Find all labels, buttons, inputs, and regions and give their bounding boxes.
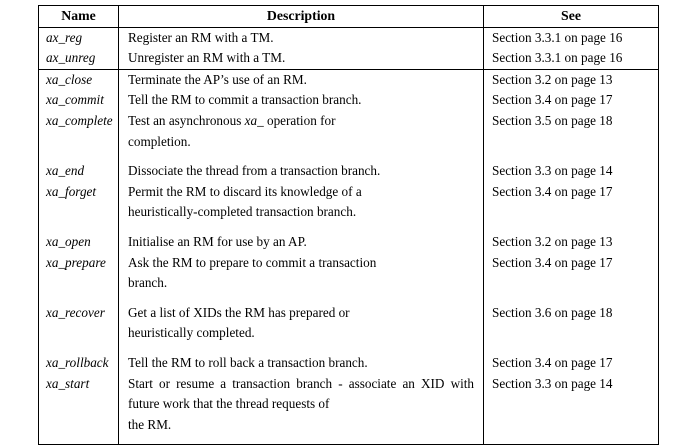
- description-line: Dissociate the thread from a transaction…: [128, 163, 381, 179]
- cell-see: Section 3.5 on page 18: [483, 110, 659, 153]
- description-line-last: completion.: [128, 133, 191, 149]
- cell-name: xa_prepare: [38, 252, 119, 294]
- cell-see: Section 3.3.1 on page 16: [483, 27, 659, 49]
- cell-description: Terminate the AP’s use of an RM.: [118, 69, 484, 91]
- column-header-description: Description: [118, 5, 484, 28]
- cell-name: xa_start: [38, 373, 119, 436]
- cell-name: ax_unreg: [38, 48, 119, 70]
- cell-name: ax_reg: [38, 27, 119, 49]
- description-line: Terminate the AP’s use of an RM.: [128, 71, 307, 87]
- cell-description: Permit the RM to discard its knowledge o…: [118, 181, 484, 223]
- table-row: xa_close Terminate the AP’s use of an RM…: [38, 69, 659, 91]
- xa-interface-table: Name Description See ax_reg Register an …: [38, 5, 659, 445]
- row-spacer: [38, 343, 659, 353]
- table-row: xa_complete Test an asynchronous xa_ ope…: [38, 110, 659, 153]
- table-row: xa_commit Tell the RM to commit a transa…: [38, 90, 659, 111]
- description-line-first: Start or resume a transaction branch - a…: [128, 375, 415, 391]
- cell-see: Section 3.3.1 on page 16: [483, 48, 659, 70]
- table-header: Name Description See: [38, 5, 659, 28]
- table-body: ax_reg Register an RM with a TM. Section…: [38, 27, 659, 445]
- description-line-post: operation for: [263, 112, 336, 128]
- description-line-last: heuristically-completed transaction bran…: [128, 204, 357, 220]
- page-root: Name Description See ax_reg Register an …: [38, 5, 659, 445]
- description-line-last: branch.: [128, 275, 168, 291]
- row-spacer: [38, 435, 659, 445]
- description-inline-code: xa_: [244, 112, 264, 128]
- table-row: xa_end Dissociate the thread from a tran…: [38, 161, 659, 182]
- row-spacer: [38, 152, 659, 162]
- description-line-pre: Test an asynchronous: [128, 112, 245, 128]
- cell-description: Ask the RM to prepare to commit a transa…: [118, 252, 484, 294]
- cell-description: Get a list of XIDs the RM has prepared o…: [118, 302, 484, 344]
- table-row: xa_start Start or resume a transaction b…: [38, 373, 659, 436]
- cell-name: xa_rollback: [38, 352, 119, 374]
- description-line-second: XID with future work that the thread req…: [128, 375, 475, 412]
- cell-see: Section 3.4 on page 17: [483, 352, 659, 374]
- table-row: xa_open Initialise an RM for use by an A…: [38, 231, 659, 253]
- cell-name: xa_close: [38, 69, 119, 91]
- table-row: ax_unreg Unregister an RM with a TM. Sec…: [38, 48, 659, 70]
- cell-name: xa_complete: [38, 110, 119, 153]
- cell-see: Section 3.2 on page 13: [483, 69, 659, 91]
- cell-name: xa_forget: [38, 181, 119, 223]
- cell-see: Section 3.4 on page 17: [483, 90, 659, 111]
- description-line: Tell the RM to roll back a transaction b…: [128, 354, 368, 370]
- cell-description: Dissociate the thread from a transaction…: [118, 161, 484, 182]
- description-line-first: Ask the RM to prepare to commit a transa…: [128, 254, 377, 270]
- description-line: Initialise an RM for use by an AP.: [128, 233, 307, 249]
- description-line-first: Get a list of XIDs the RM has prepared o…: [128, 304, 350, 320]
- description-line-last: the RM.: [128, 416, 172, 432]
- table-row: xa_forget Permit the RM to discard its k…: [38, 181, 659, 223]
- table-row: xa_recover Get a list of XIDs the RM has…: [38, 302, 659, 344]
- cell-name: xa_recover: [38, 302, 119, 344]
- cell-description: Start or resume a transaction branch - a…: [118, 373, 484, 436]
- row-spacer: [38, 293, 659, 303]
- table-row: xa_rollback Tell the RM to roll back a t…: [38, 352, 659, 374]
- table-header-row: Name Description See: [38, 5, 659, 28]
- table-row: ax_reg Register an RM with a TM. Section…: [38, 27, 659, 49]
- description-line: Register an RM with a TM.: [128, 29, 274, 45]
- column-header-name: Name: [38, 5, 119, 28]
- cell-see: Section 3.4 on page 17: [483, 252, 659, 294]
- description-line: Tell the RM to commit a transaction bran…: [128, 92, 362, 108]
- row-spacer: [38, 222, 659, 232]
- cell-see: Section 3.6 on page 18: [483, 302, 659, 344]
- description-line: Unregister an RM with a TM.: [128, 50, 286, 66]
- column-header-see: See: [483, 5, 659, 28]
- cell-see: Section 3.3 on page 14: [483, 161, 659, 182]
- description-line-first: Permit the RM to discard its knowledge o…: [128, 183, 362, 199]
- cell-name: xa_end: [38, 161, 119, 182]
- cell-description: Tell the RM to roll back a transaction b…: [118, 352, 484, 374]
- cell-description: Initialise an RM for use by an AP.: [118, 231, 484, 253]
- cell-description: Unregister an RM with a TM.: [118, 48, 484, 70]
- cell-description: Tell the RM to commit a transaction bran…: [118, 90, 484, 111]
- cell-see: Section 3.2 on page 13: [483, 231, 659, 253]
- cell-see: Section 3.3 on page 14: [483, 373, 659, 436]
- table-row: xa_prepare Ask the RM to prepare to comm…: [38, 252, 659, 294]
- description-line-last: heuristically completed.: [128, 325, 255, 341]
- cell-see: Section 3.4 on page 17: [483, 181, 659, 223]
- cell-name: xa_commit: [38, 90, 119, 111]
- cell-description: Test an asynchronous xa_ operation for c…: [118, 110, 484, 153]
- cell-name: xa_open: [38, 231, 119, 253]
- cell-description: Register an RM with a TM.: [118, 27, 484, 49]
